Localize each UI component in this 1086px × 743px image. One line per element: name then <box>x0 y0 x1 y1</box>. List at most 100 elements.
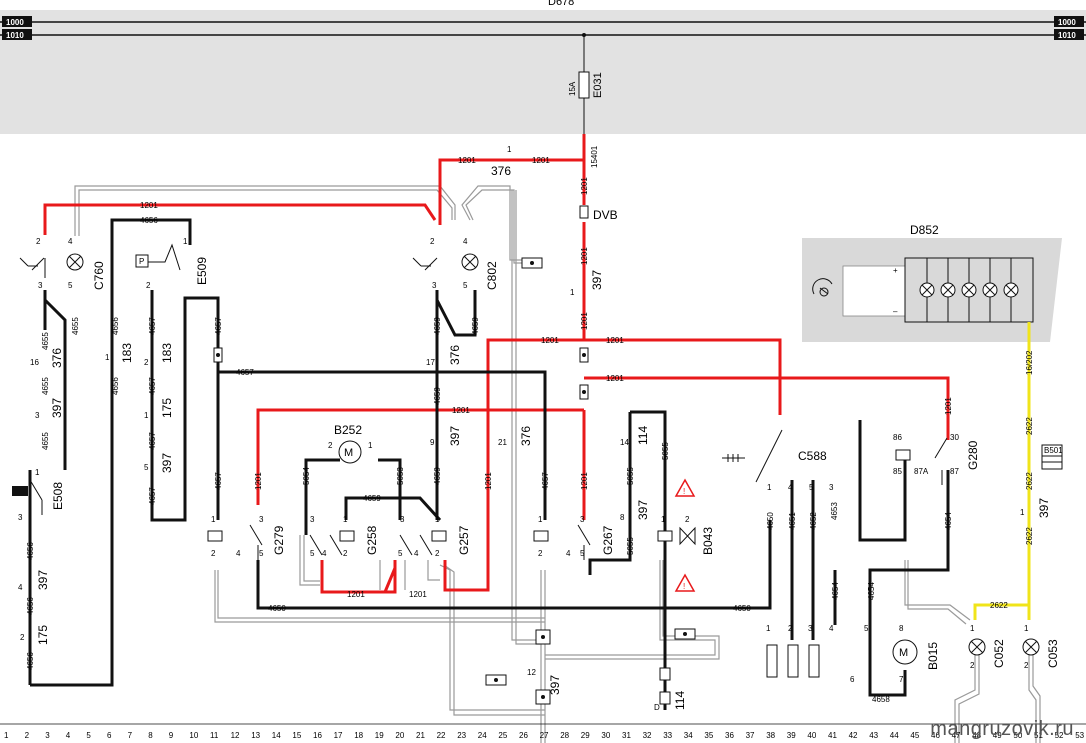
svg-text:16: 16 <box>30 358 39 367</box>
svg-text:2622: 2622 <box>1025 417 1034 435</box>
svg-text:4659: 4659 <box>433 387 442 405</box>
dvb-label: DVB <box>593 208 618 222</box>
svg-text:5055: 5055 <box>661 442 670 460</box>
motor-b252: M B252 <box>334 423 362 464</box>
d852-lamp-row <box>919 258 1019 322</box>
svg-text:+: + <box>893 266 898 275</box>
svg-text:1: 1 <box>766 624 771 633</box>
yellow-wires <box>973 322 1031 620</box>
svg-text:8: 8 <box>620 513 625 522</box>
svg-text:4656: 4656 <box>26 597 35 615</box>
svg-text:1201: 1201 <box>452 406 470 415</box>
svg-text:4654: 4654 <box>867 582 876 600</box>
svg-text:G267: G267 <box>601 525 615 555</box>
svg-text:1201: 1201 <box>458 156 476 165</box>
svg-text:4: 4 <box>463 237 468 246</box>
svg-text:B015: B015 <box>926 642 940 670</box>
svg-text:4657: 4657 <box>148 432 157 450</box>
svg-text:5: 5 <box>144 463 149 472</box>
svg-text:12: 12 <box>527 668 536 677</box>
lamp-c760: C760 <box>66 253 106 290</box>
svg-text:G257: G257 <box>457 525 471 555</box>
grid-number: 7 <box>128 731 133 740</box>
svg-text:3: 3 <box>400 515 405 524</box>
grid-number: 20 <box>395 731 404 740</box>
svg-text:175: 175 <box>36 625 50 645</box>
svg-text:D852: D852 <box>910 223 939 237</box>
grid-number: 5 <box>86 731 91 740</box>
svg-text:1201: 1201 <box>580 312 589 330</box>
svg-text:M: M <box>344 447 353 459</box>
grid-number: 26 <box>519 731 528 740</box>
svg-text:175: 175 <box>160 398 174 418</box>
grid-number: 36 <box>725 731 734 740</box>
svg-text:1201: 1201 <box>580 472 589 490</box>
grid-number: 43 <box>869 731 878 740</box>
svg-text:2: 2 <box>20 633 25 642</box>
grid-number: 45 <box>910 731 919 740</box>
svg-text:2: 2 <box>538 549 543 558</box>
switch-e509: P E509 <box>135 243 209 285</box>
svg-text:4656: 4656 <box>140 216 158 225</box>
svg-text:5: 5 <box>463 281 468 290</box>
svg-text:4659: 4659 <box>363 494 381 503</box>
svg-text:7: 7 <box>899 675 904 684</box>
svg-text:5: 5 <box>809 483 814 492</box>
svg-text:376: 376 <box>491 164 511 178</box>
grid-number: 24 <box>478 731 487 740</box>
svg-text:4: 4 <box>829 624 834 633</box>
svg-text:1: 1 <box>435 515 440 524</box>
svg-text:5: 5 <box>310 549 315 558</box>
relay-g257: G257 <box>399 525 471 556</box>
svg-text:1: 1 <box>661 515 666 524</box>
svg-text:E509: E509 <box>195 257 209 285</box>
grid-number: 2 <box>25 731 30 740</box>
svg-text:4650: 4650 <box>268 604 286 613</box>
svg-text:4: 4 <box>566 549 571 558</box>
svg-text:1201: 1201 <box>532 156 550 165</box>
connector-labels: 376 376 397 397 175 183 183 175 397 376 … <box>36 164 1051 710</box>
svg-text:397: 397 <box>448 426 462 446</box>
lamp-c052: C052 <box>968 638 1006 668</box>
svg-text:87A: 87A <box>914 467 929 476</box>
svg-text:4: 4 <box>18 583 23 592</box>
grid-number: 42 <box>849 731 858 740</box>
relay-g258: G258 <box>309 525 379 556</box>
svg-text:C052: C052 <box>992 639 1006 668</box>
supply-band <box>0 10 1086 134</box>
grid-number: 52 <box>1055 731 1064 740</box>
svg-text:!: ! <box>683 582 685 591</box>
svg-text:9: 9 <box>430 438 435 447</box>
valve-b043: B043 <box>657 527 715 555</box>
svg-text:1201: 1201 <box>254 472 263 490</box>
svg-text:4650: 4650 <box>766 512 775 530</box>
lamp-c053: C053 <box>1022 638 1060 668</box>
svg-text:4656: 4656 <box>111 317 120 335</box>
grid-number: 39 <box>787 731 796 740</box>
svg-text:5055: 5055 <box>626 537 635 555</box>
grid-number: 30 <box>601 731 610 740</box>
svg-text:C588: C588 <box>798 449 827 463</box>
svg-text:4651: 4651 <box>788 512 797 530</box>
svg-text:2: 2 <box>36 237 41 246</box>
svg-text:183: 183 <box>160 343 174 363</box>
grid-number: 50 <box>1013 731 1022 740</box>
svg-text:376: 376 <box>519 426 533 446</box>
grid-number: 32 <box>643 731 652 740</box>
red-wires <box>43 134 950 594</box>
svg-text:4659: 4659 <box>433 467 442 485</box>
grid-number: 44 <box>890 731 899 740</box>
svg-text:P: P <box>139 257 144 266</box>
svg-text:2: 2 <box>343 549 348 558</box>
switch-c588: C588 <box>722 429 827 483</box>
svg-text:1201: 1201 <box>140 201 158 210</box>
svg-text:4: 4 <box>788 483 793 492</box>
grid-number: 6 <box>107 731 112 740</box>
svg-text:3: 3 <box>808 624 813 633</box>
svg-text:87: 87 <box>950 467 959 476</box>
svg-text:5055: 5055 <box>626 467 635 485</box>
grey-wires <box>74 185 1041 743</box>
svg-text:2622: 2622 <box>1025 472 1034 490</box>
svg-text:M: M <box>899 647 908 659</box>
